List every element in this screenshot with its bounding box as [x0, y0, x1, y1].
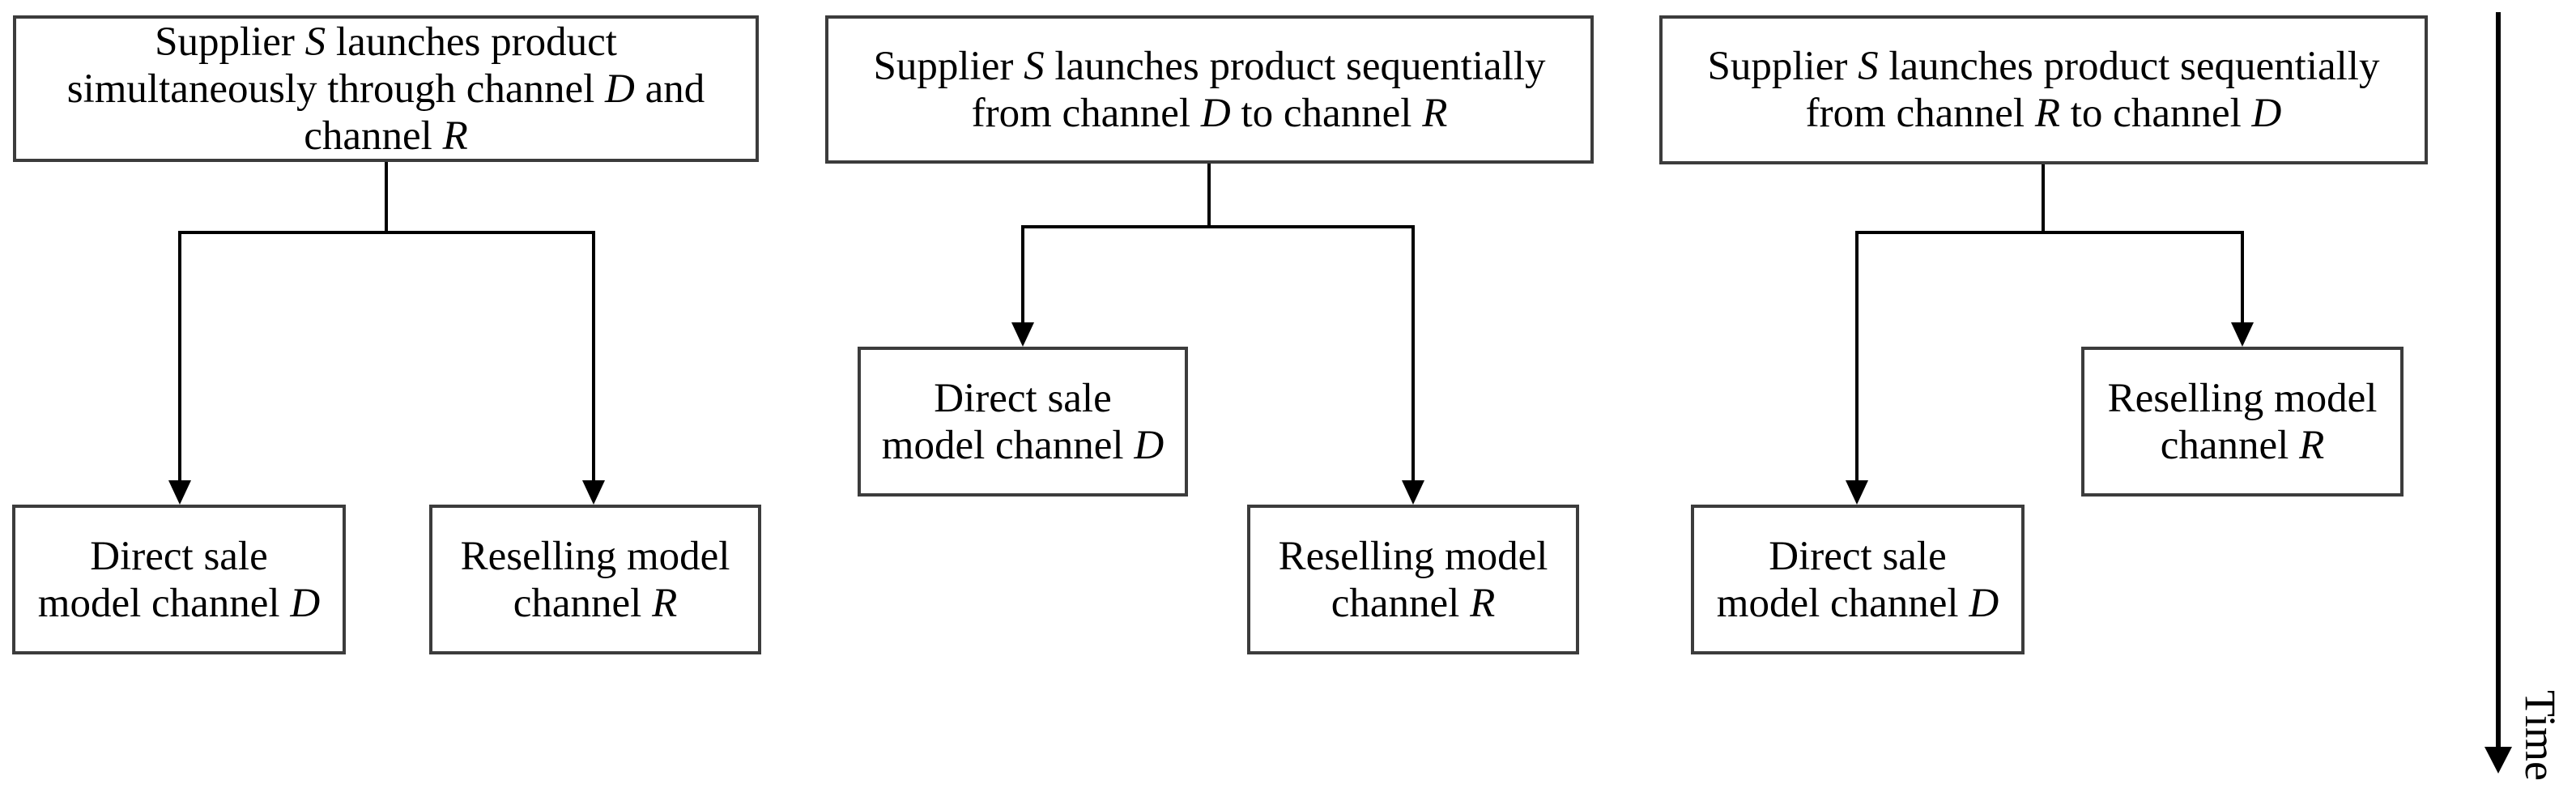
node-text-line: channel R: [513, 580, 677, 627]
node-text-line: channel R: [304, 113, 467, 160]
node-direct-sale-model: Direct sale model channel D: [858, 347, 1188, 497]
node-text-line: model channel D: [882, 422, 1164, 469]
variable-s: S: [1858, 44, 1879, 89]
variable-r: R: [2034, 91, 2061, 136]
text-segment: channel: [2160, 422, 2300, 468]
node-text-line: channel R: [2161, 422, 2324, 469]
text-segment: simultaneously through channel: [66, 66, 606, 112]
down-arrowhead-icon: [1846, 480, 1868, 505]
node-text-line: from channel D to channel R: [972, 90, 1448, 137]
variable-r: R: [1470, 580, 1496, 626]
node-text-line: Reselling model: [461, 533, 730, 580]
text-segment: Supplier: [873, 43, 1024, 89]
text-segment: model channel: [37, 580, 291, 626]
down-arrowhead-icon: [582, 480, 605, 505]
text-segment: model channel: [1716, 580, 1969, 626]
text-segment: Reselling model: [460, 533, 730, 579]
variable-d: D: [290, 580, 321, 626]
node-text-line: Direct sale: [934, 375, 1111, 422]
down-arrowhead-icon: [1011, 322, 1034, 347]
node-text-line: Supplier S launches product sequentially: [874, 43, 1546, 90]
node-text-line: Direct sale: [90, 533, 267, 580]
arrow-to-reselling: [1411, 225, 1415, 484]
text-segment: and: [634, 66, 705, 112]
text-segment: launches product sequentially: [1044, 43, 1546, 89]
text-segment: to channel: [2060, 91, 2252, 136]
node-text-line: model channel D: [38, 580, 320, 627]
node-supplier-sequential-r-d: Supplier S launches product sequentially…: [1659, 15, 2428, 164]
text-segment: Direct sale: [90, 533, 268, 579]
node-text-line: Supplier S launches product sequentially: [1708, 43, 2380, 90]
text-segment: channel: [513, 580, 653, 626]
variable-s: S: [1024, 43, 1045, 89]
arrow-to-direct-sale: [1855, 231, 1859, 484]
text-segment: from channel: [1805, 91, 2035, 136]
text-segment: Direct sale: [1769, 533, 1947, 579]
node-supplier-sequential-d-r: Supplier S launches product sequentially…: [825, 15, 1594, 164]
variable-r: R: [442, 113, 468, 159]
node-text-line: model channel D: [1717, 580, 1999, 627]
connector-crossbar: [1021, 225, 1415, 228]
variable-r: R: [652, 580, 678, 626]
node-text-line: Reselling model: [2108, 375, 2378, 422]
arrow-to-reselling: [2241, 231, 2244, 324]
down-arrowhead-icon: [1402, 480, 1424, 505]
variable-r: R: [1422, 90, 1448, 136]
text-segment: Reselling model: [1278, 533, 1548, 579]
text-segment: channel: [304, 113, 443, 159]
time-axis-line: [2496, 12, 2501, 748]
connector-stem: [385, 162, 388, 232]
node-text-line: Supplier S launches product: [155, 19, 617, 66]
arrow-to-reselling: [592, 231, 595, 484]
arrow-to-direct-sale: [1021, 225, 1024, 324]
variable-d: D: [1134, 422, 1165, 468]
text-segment: channel: [1331, 580, 1471, 626]
node-direct-sale-model: Direct sale model channel D: [12, 505, 346, 654]
node-reselling-model: Reselling model channel R: [2081, 347, 2404, 497]
connector-stem: [2042, 164, 2045, 232]
text-segment: model channel: [881, 422, 1135, 468]
variable-d: D: [2251, 91, 2282, 136]
node-text-line: channel R: [1331, 580, 1495, 627]
variable-s: S: [304, 19, 326, 65]
arrow-to-direct-sale: [178, 231, 181, 484]
time-axis-label: Time: [2516, 689, 2565, 782]
text-segment: to channel: [1230, 90, 1423, 136]
text-segment: launches product sequentially: [1878, 44, 2380, 89]
variable-d: D: [605, 66, 635, 112]
node-text-line: Reselling model: [1279, 533, 1548, 580]
text-segment: Supplier: [155, 19, 305, 65]
connector-crossbar: [178, 231, 595, 234]
text-segment: from channel: [971, 90, 1201, 136]
variable-r: R: [2299, 422, 2325, 468]
text-segment: launches product: [326, 19, 617, 65]
down-arrowhead-icon: [168, 480, 191, 505]
text-segment: Reselling model: [2107, 375, 2378, 421]
node-text-line: from channel R to channel D: [1806, 90, 2282, 137]
node-text-line: simultaneously through channel D and: [67, 66, 705, 113]
connector-crossbar: [1855, 231, 2244, 234]
down-arrowhead-icon: [2231, 322, 2254, 347]
node-text-line: Direct sale: [1769, 533, 1946, 580]
text-segment: Direct sale: [934, 375, 1112, 421]
node-supplier-simultaneous: Supplier S launches product simultaneous…: [13, 15, 759, 162]
node-reselling-model: Reselling model channel R: [1247, 505, 1579, 654]
down-arrowhead-icon: [2484, 747, 2512, 774]
node-direct-sale-model: Direct sale model channel D: [1691, 505, 2025, 654]
connector-stem: [1207, 164, 1211, 228]
text-segment: Supplier: [1707, 44, 1859, 89]
variable-d: D: [1200, 90, 1231, 136]
node-reselling-model: Reselling model channel R: [429, 505, 761, 654]
variable-d: D: [1969, 580, 1999, 626]
